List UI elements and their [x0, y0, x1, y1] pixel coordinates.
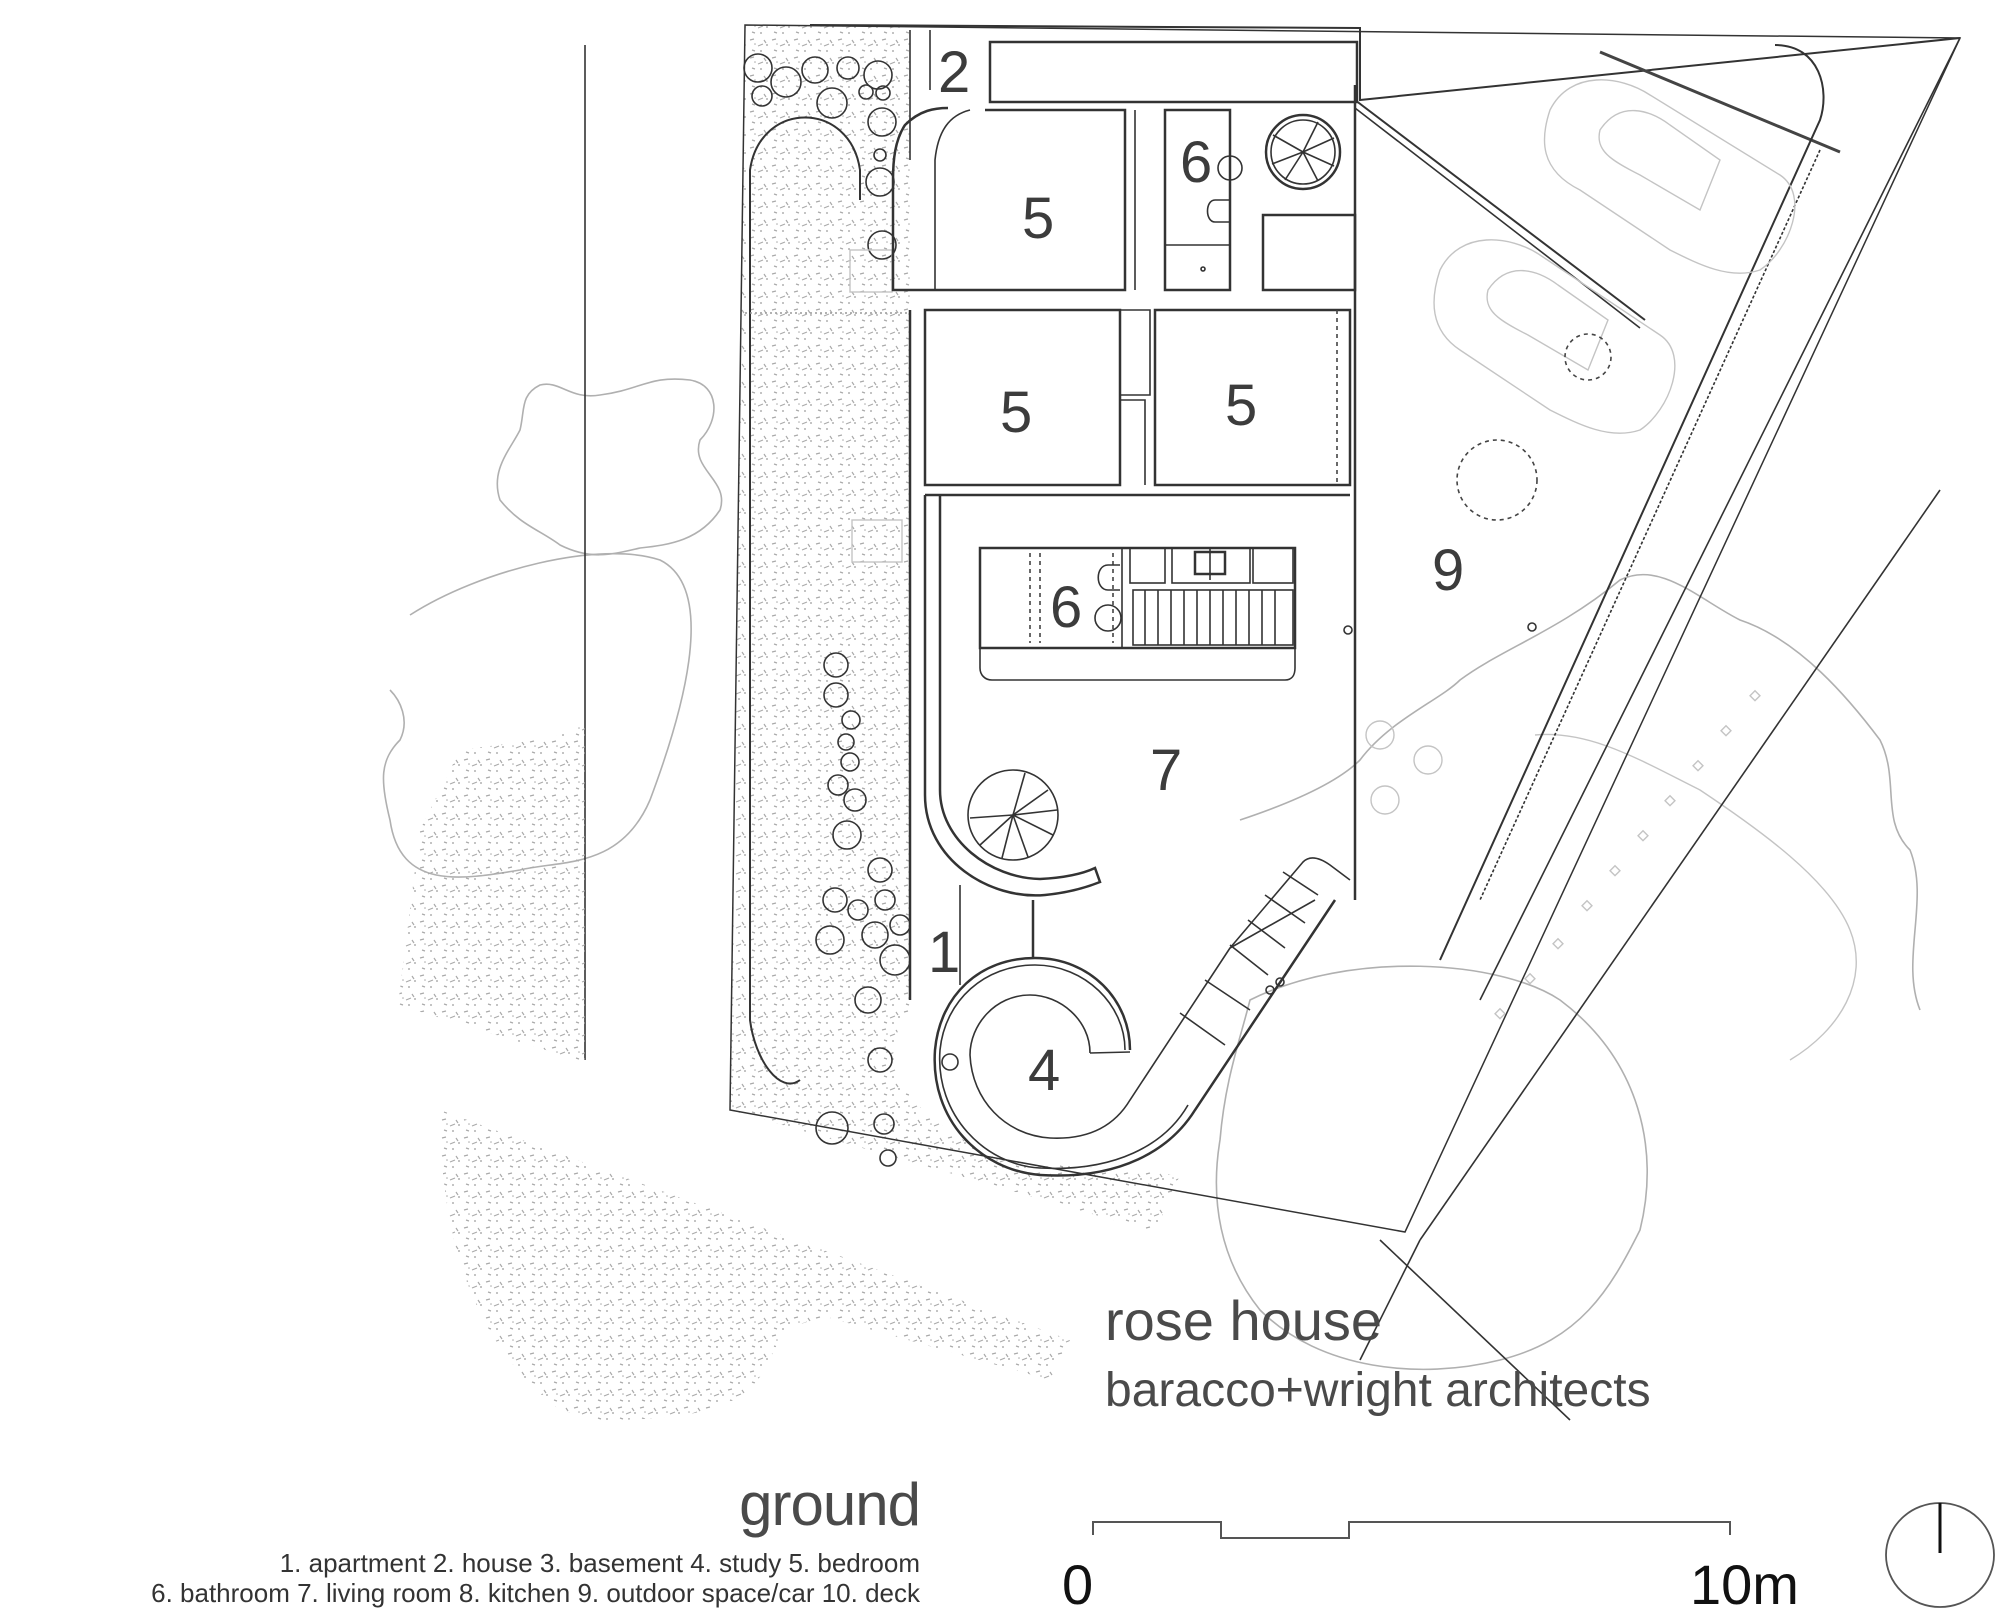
- car-icon: [1543, 79, 1796, 274]
- room-label-4-study: 4: [1028, 1038, 1060, 1103]
- path-line: [1379, 1239, 1571, 1421]
- neighbour-boundary: [398, 45, 1070, 1420]
- north-arrow-icon: [1885, 1502, 1995, 1608]
- tree-canopies: [382, 378, 1921, 1371]
- room-label-5-bedroom: 5: [1000, 380, 1032, 445]
- legend-line-1: 1. apartment 2. house 3. basement 4. stu…: [279, 1548, 920, 1578]
- room-label-9-outdoor: 9: [1432, 538, 1464, 603]
- legend-line-2: 6. bathroom 7. living room 8. kitchen 9.…: [151, 1578, 920, 1608]
- scale-start-label: 0: [1062, 1553, 1094, 1616]
- study-spiral-wall: [933, 857, 1351, 1177]
- kitchen-bathroom-core: [978, 546, 1297, 681]
- spiral-stair-icon: [967, 769, 1059, 861]
- project-title: rose house: [1105, 1289, 1382, 1352]
- shrub-circles: [743, 53, 911, 1167]
- garden-strip: [729, 24, 1962, 1233]
- room-label-2: 2: [938, 40, 970, 105]
- room-label-6-bathroom: 6: [1180, 130, 1212, 195]
- room-label-1-apartment: 1: [928, 920, 960, 985]
- straight-stair-icon: [1132, 589, 1294, 646]
- room-label-5-bedroom: 5: [1225, 373, 1257, 438]
- room-label-5-bedroom: 5: [1022, 186, 1054, 251]
- drawing-level-title: ground: [739, 1471, 921, 1538]
- room-label-6-bathroom: 6: [1050, 575, 1082, 640]
- room-label-7-living: 7: [1150, 738, 1182, 803]
- scale-end-label: 10m: [1690, 1553, 1799, 1616]
- car-icon: [1433, 239, 1676, 434]
- scale-bar: [1092, 1521, 1731, 1539]
- paving-markers: [1494, 689, 1761, 1020]
- building-outline: [809, 24, 1961, 1177]
- room-labels: 2 5 6 5 5 6 9 7 1 4: [928, 40, 1464, 1103]
- architect-name: baracco+wright architects: [1105, 1364, 1651, 1417]
- spiral-stair-icon: [1264, 113, 1342, 191]
- chair-icons: [1365, 720, 1443, 815]
- outdoor-car-area: [1354, 37, 1961, 1361]
